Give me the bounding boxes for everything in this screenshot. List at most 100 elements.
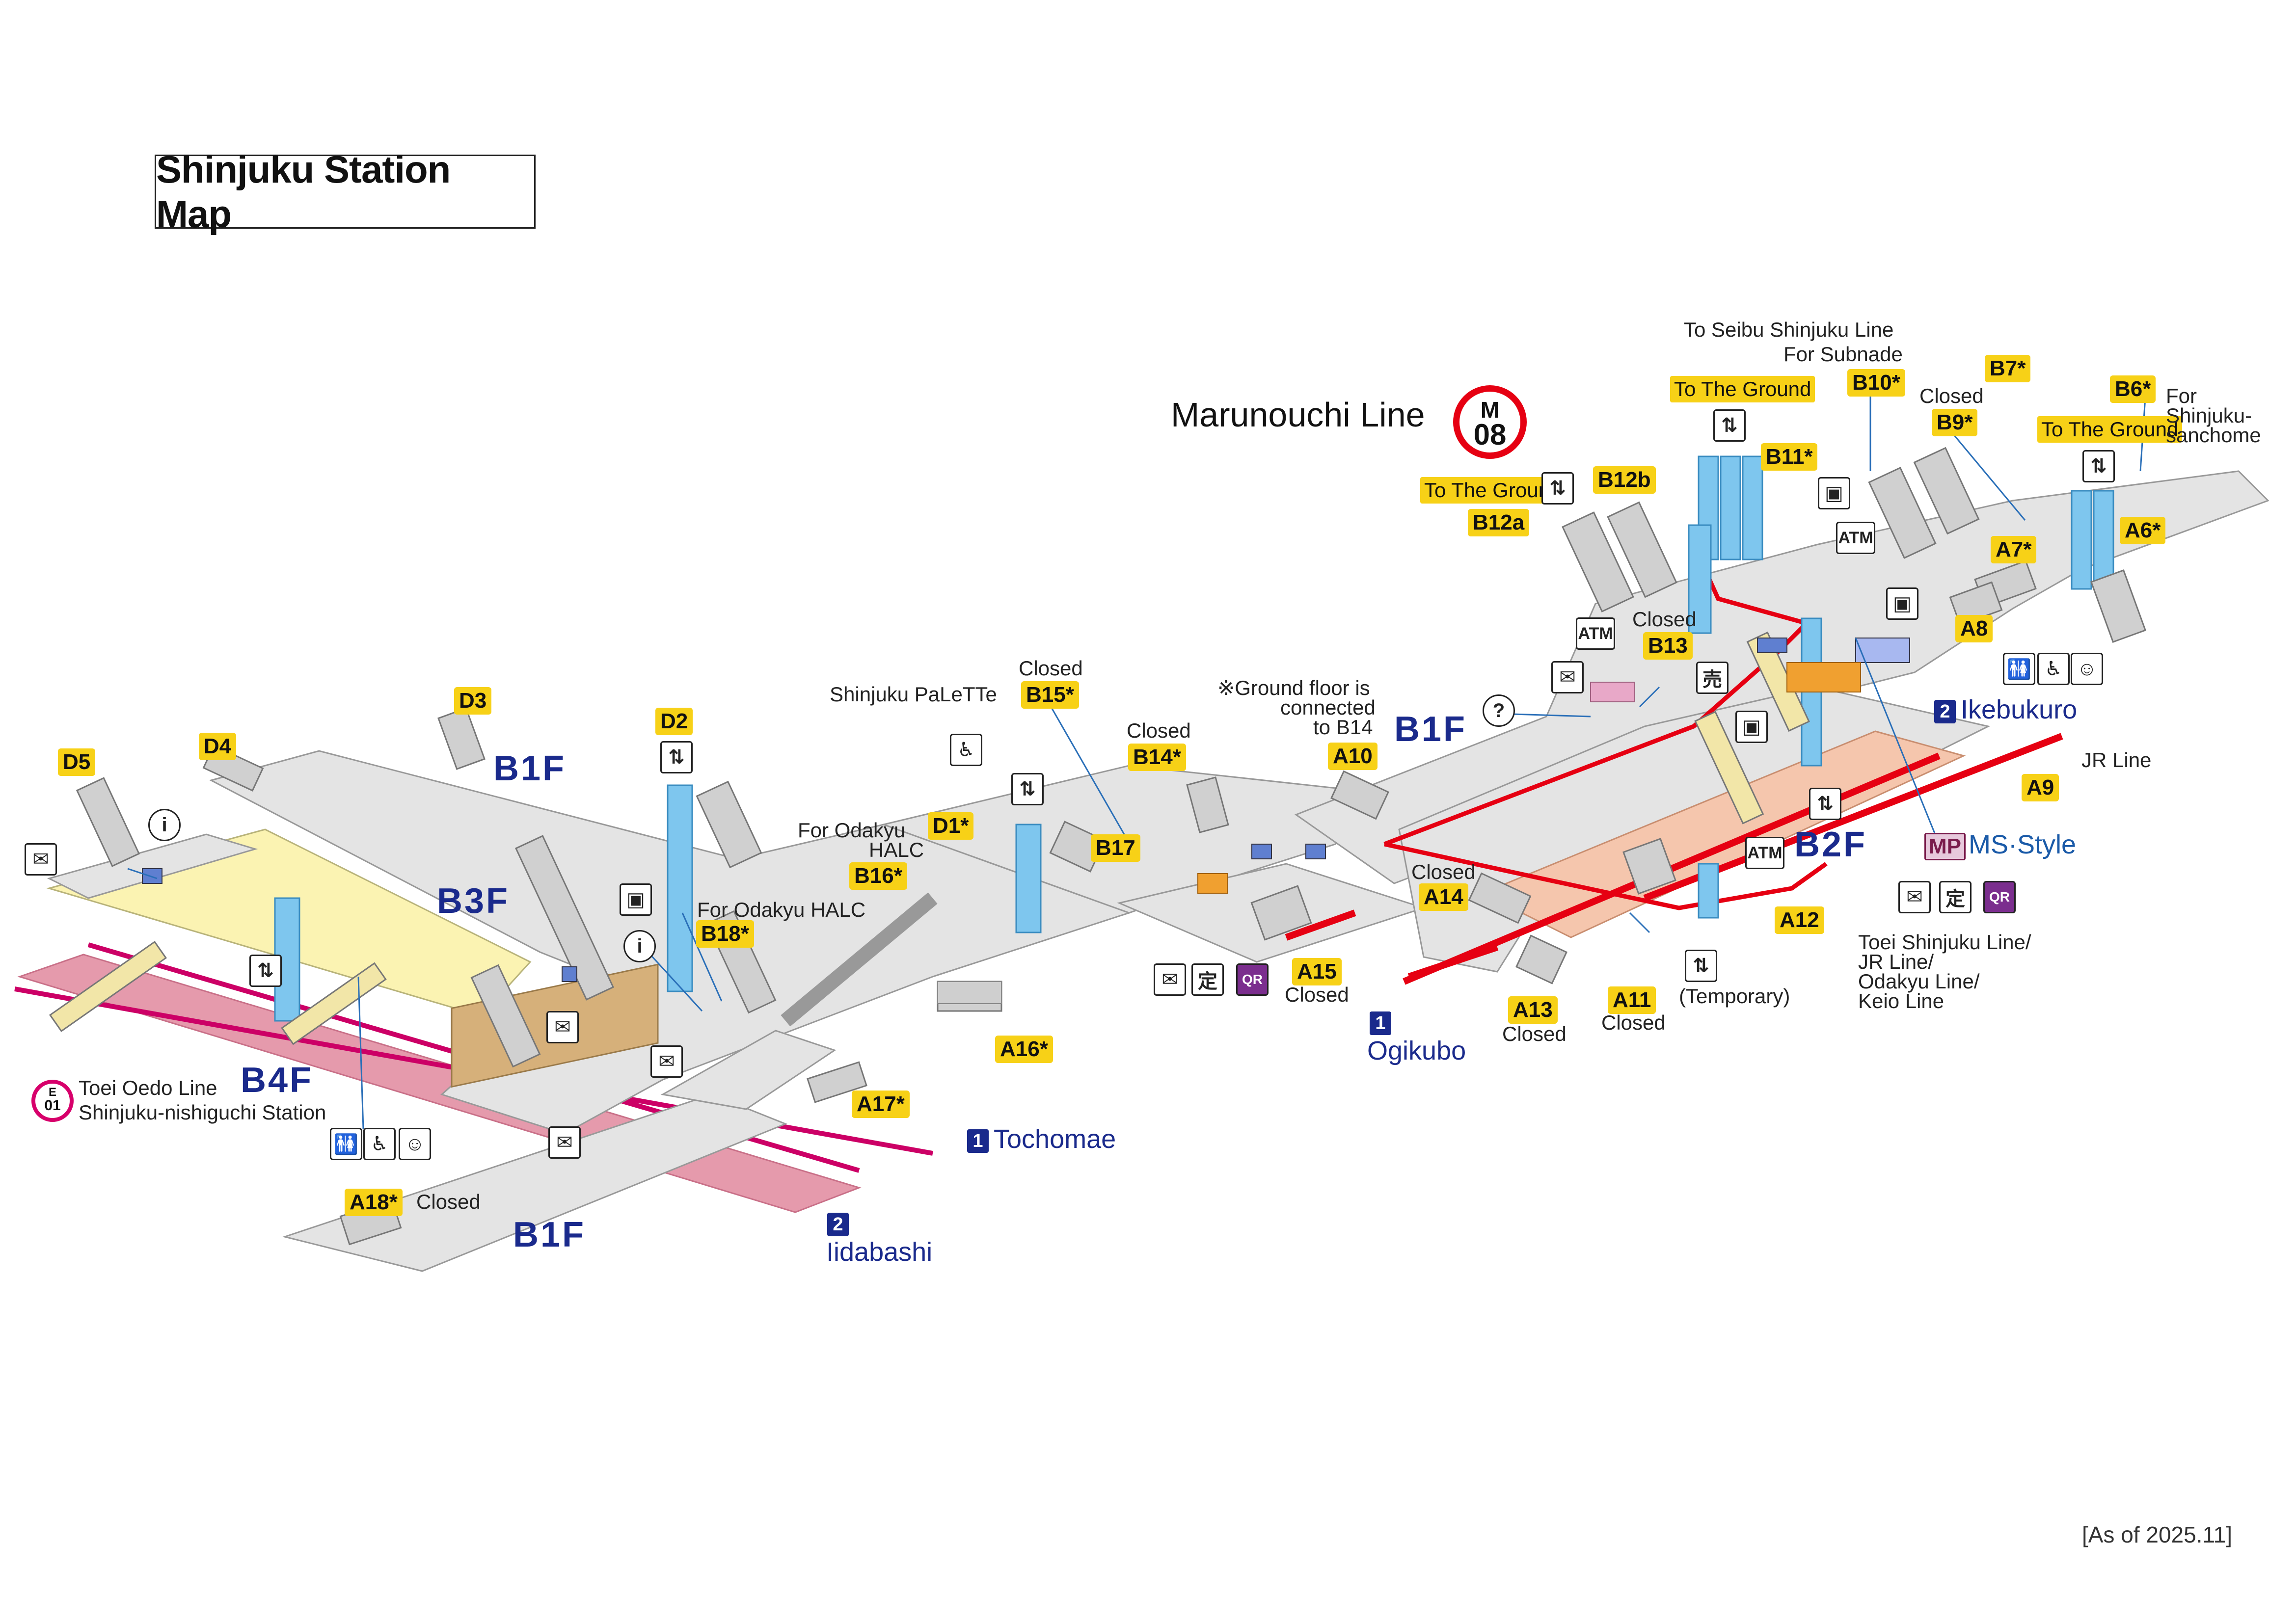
information-icon-b3f: i <box>623 930 656 962</box>
stairs-b14 <box>1186 776 1229 833</box>
atm-icon-b2f: ATM <box>1745 837 1784 869</box>
exit-a15[interactable]: A15 <box>1292 958 1342 985</box>
label-palette: Shinjuku PaLeTTe <box>830 683 997 706</box>
exit-b11[interactable]: B11* <box>1761 443 1818 471</box>
exit-b17[interactable]: B17 <box>1091 834 1140 862</box>
exit-b12b[interactable]: B12b <box>1593 466 1656 494</box>
label-sanchome-1: For <box>2166 384 2197 407</box>
baby-room-icon-a8: ☺ <box>2071 653 2103 685</box>
exit-b6[interactable]: B6* <box>2110 375 2156 403</box>
exit-d5[interactable]: D5 <box>58 748 96 776</box>
exit-b7[interactable]: B7* <box>1985 355 2031 382</box>
office-box <box>1197 873 1228 894</box>
elevator-shaft-d2 <box>667 784 693 992</box>
exit-d2[interactable]: D2 <box>655 708 693 735</box>
ticket-gate-middle-2 <box>1305 844 1326 859</box>
label-ground-note-1: ※Ground floor is <box>1217 676 1370 699</box>
exit-a9[interactable]: A9 <box>2022 774 2059 801</box>
destination-number: 1 <box>1370 1011 1391 1035</box>
ticket-vending-icon-middle: ✉ <box>1154 963 1186 996</box>
elevator-icon-b2f: ⇅ <box>1809 788 1841 820</box>
exit-a16[interactable]: A16* <box>995 1036 1053 1063</box>
exit-d3[interactable]: D3 <box>454 687 492 715</box>
floor-label-b4f: B4F <box>241 1061 314 1100</box>
stand-a16 <box>937 981 1002 1004</box>
exit-b15[interactable]: B15* <box>1021 681 1079 709</box>
marunouchi-track-3 <box>1285 909 1356 941</box>
line-name: Marunouchi Line <box>1171 396 1425 434</box>
label-closed-a11: Closed <box>1601 1011 1666 1034</box>
label-oedo-2: Shinjuku-nishiguchi Station <box>79 1101 326 1124</box>
stairs-d2 <box>696 780 762 869</box>
floor-label-b1f-west: B1F <box>493 749 567 788</box>
destination-number: 2 <box>1934 699 1956 723</box>
destination-number: 2 <box>827 1212 849 1236</box>
shop-pink <box>1590 682 1635 702</box>
exit-a10[interactable]: A10 <box>1328 743 1378 770</box>
atm-icon-b13: ATM <box>1576 617 1615 650</box>
exit-a11[interactable]: A11 <box>1608 986 1656 1014</box>
label-halc-b18: For Odakyu HALC <box>697 898 866 921</box>
exit-d1[interactable]: D1* <box>928 812 974 840</box>
exit-a13[interactable]: A13 <box>1508 996 1558 1024</box>
coin-locker-icon-b2f: ▣ <box>1735 711 1768 743</box>
b1f-west-left <box>47 833 258 899</box>
exit-b9[interactable]: B9* <box>1932 409 1978 436</box>
baby-room-icon-b4f: ☺ <box>399 1128 431 1160</box>
exit-a18[interactable]: A18* <box>345 1189 403 1216</box>
elevator-icon-b12: ⇅ <box>1541 472 1574 505</box>
exit-a6[interactable]: A6* <box>2120 517 2166 544</box>
label-transfer-1: Toei Shinjuku Line/ <box>1858 931 2031 954</box>
exit-a7[interactable]: A7* <box>1991 536 2037 563</box>
elevator-shaft-b12-3 <box>1742 455 1763 560</box>
label-halc-1: For Odakyu <box>798 819 906 842</box>
label-ground-note-3: to B14 <box>1313 716 1373 739</box>
exit-a12[interactable]: A12 <box>1775 906 1824 934</box>
restroom-icon-b4f: 🚻 <box>330 1128 362 1160</box>
transfer-route-2 <box>1384 842 1828 910</box>
ticket-gate-west <box>142 868 162 884</box>
map-title: Shinjuku Station Map <box>155 148 536 236</box>
label-sanchome-3: sanchome <box>2166 424 2261 447</box>
escalator-b3f-1 <box>49 940 167 1033</box>
exit-a8[interactable]: A8 <box>1955 615 1993 642</box>
line-code-number: 08 <box>1473 418 1507 451</box>
exit-b16[interactable]: B16* <box>849 862 907 890</box>
stairs-b12a <box>1562 511 1634 612</box>
label-seibu-1: To Seibu Shinjuku Line <box>1684 318 1894 341</box>
escalators <box>49 631 1810 1045</box>
exit-a14[interactable]: A14 <box>1419 883 1468 911</box>
stairs-b3f-right <box>470 964 541 1068</box>
marunouchi-track-4 <box>1407 944 1499 980</box>
ms-style-label: MS·Style <box>1969 830 2077 859</box>
elevator-shaft-b13 <box>1688 524 1712 634</box>
destination-ogikubo: 1 <box>1370 1006 1396 1037</box>
exit-b18[interactable]: B18* <box>696 920 754 948</box>
label-transfer-4: Keio Line <box>1858 989 1945 1012</box>
escalator-b3f-2 <box>281 962 387 1045</box>
exit-d4[interactable]: D4 <box>199 733 237 760</box>
exit-b13[interactable]: B13 <box>1643 632 1693 660</box>
teiki-icon-middle: 定 <box>1191 963 1224 996</box>
qr-icon-east: QR <box>1983 881 2016 913</box>
destination-name: Tochomae <box>994 1124 1116 1154</box>
elevator-icon-temp: ⇅ <box>1685 950 1717 982</box>
station-office-icon-south: ✉ <box>548 1126 581 1159</box>
exit-b12a[interactable]: B12a <box>1468 509 1530 536</box>
wheelchair-icon-b4f: ♿ <box>363 1128 396 1160</box>
exit-a17[interactable]: A17* <box>852 1091 910 1118</box>
oedo-code-number: 01 <box>44 1097 61 1114</box>
ms-style-logo: MP <box>1924 833 1966 860</box>
exit-b14[interactable]: B14* <box>1128 744 1186 771</box>
ticket-gate-b3f <box>562 966 577 982</box>
floor-label-b1f-east: B1F <box>1394 710 1467 749</box>
label-halc-2: HALC <box>869 838 924 861</box>
stairs-b3f-d <box>514 835 615 1001</box>
help-icon: ? <box>1483 694 1515 727</box>
stairs-b12b <box>1607 501 1677 598</box>
exit-b10[interactable]: B10* <box>1847 369 1905 397</box>
label-oedo-1: Toei Oedo Line <box>79 1076 217 1099</box>
